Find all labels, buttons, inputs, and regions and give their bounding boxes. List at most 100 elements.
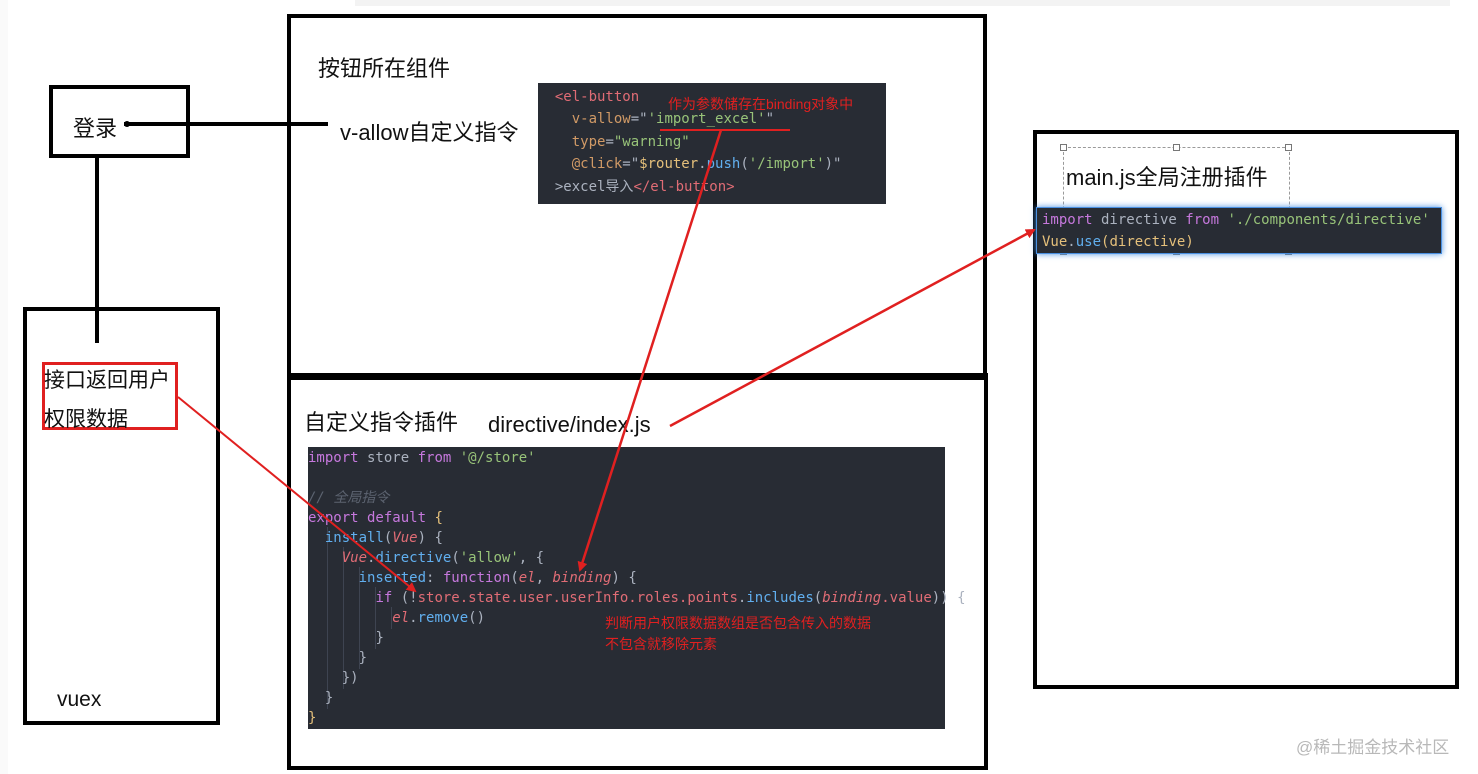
code-token: . — [698, 156, 707, 172]
indent-guide — [343, 547, 344, 689]
code-token: ( — [510, 570, 519, 586]
connector-dot — [124, 121, 130, 127]
code-token: ( — [451, 550, 460, 566]
code-token: function — [442, 570, 511, 586]
code-token: <el-button — [554, 89, 640, 105]
code-token: 'import_excel' — [647, 111, 766, 127]
code-token: 'allow' — [459, 550, 519, 566]
indent-guide — [375, 587, 376, 649]
code-token: ) — [1185, 234, 1194, 250]
indent-guide — [327, 527, 328, 709]
code-token: { — [426, 510, 443, 526]
binding-note: 作为参数储存在binding对象中 — [668, 96, 854, 112]
code-token: store.state.user.userInfo.roles.points — [417, 590, 738, 606]
code-token: Vue — [392, 530, 418, 546]
code-token: . — [409, 610, 418, 626]
main-js-box — [1033, 130, 1459, 689]
code-token: store — [358, 450, 418, 466]
code-token: import — [308, 450, 359, 466]
code-token: @click — [571, 156, 623, 172]
v-allow-directive-label: v-allow自定义指令 — [340, 120, 519, 145]
directive-plugin-box: 自定义指令插件 directive/index.js — [287, 373, 988, 770]
code-token: if — [375, 590, 393, 606]
el-button-code-block: <el-button v-allow="'import_excel'" type… — [538, 83, 886, 204]
code-token: './components/directive' — [1227, 212, 1430, 228]
code-token: " — [765, 111, 775, 127]
indent-guide — [359, 567, 360, 669]
code-token: directive — [1092, 212, 1186, 228]
judge-note-line2: 不包含就移除元素 — [605, 636, 717, 652]
login-box: 登录 — [49, 85, 190, 158]
button-component-title: 按钮所在组件 — [318, 56, 451, 81]
code-token: </el-button> — [633, 179, 735, 195]
code-token: v-allow — [571, 111, 631, 127]
code-token: } — [308, 710, 317, 726]
selection-handle — [1285, 144, 1292, 151]
code-token: $router — [639, 156, 699, 172]
selection-handle — [1060, 144, 1067, 151]
code-token: remove — [417, 610, 469, 626]
code-token: inserted — [358, 570, 427, 586]
code-token: } — [324, 690, 334, 706]
code-token: binding — [552, 570, 612, 586]
code-token: Vue — [1042, 234, 1068, 250]
code-token: directive — [1109, 234, 1186, 250]
code-token: binding — [822, 590, 882, 606]
code-token: from — [1185, 212, 1220, 228]
top-edge-strip — [355, 0, 1450, 6]
login-label: 登录 — [73, 116, 118, 141]
code-token: .value — [881, 590, 932, 606]
api-data-label-line2: 权限数据 — [44, 408, 128, 431]
api-data-to-store-arrow — [177, 396, 417, 593]
code-token: directive — [375, 550, 452, 566]
directive-file-to-main-arrow — [669, 228, 1036, 428]
code-token: type — [571, 134, 606, 150]
code-token: from — [417, 450, 452, 466]
api-data-highlight — [42, 362, 178, 430]
api-data-label-line1: 接口返回用户 — [44, 369, 170, 392]
code-token: } — [375, 630, 384, 646]
code-token: ( — [1101, 234, 1110, 250]
code-token: )" — [824, 156, 842, 172]
code-token: el — [518, 570, 536, 586]
main-js-code-block: import directive from './components/dire… — [1036, 207, 1442, 254]
code-token: ( — [740, 156, 749, 172]
code-token: ) { — [611, 570, 637, 586]
code-token: el — [392, 610, 410, 626]
code-token: )) { — [931, 590, 966, 606]
code-token: =" — [630, 111, 648, 127]
code-token: (! — [392, 590, 418, 606]
code-token: , { — [518, 550, 545, 566]
code-token: ) { — [417, 530, 443, 546]
code-token: ( — [383, 530, 393, 546]
watermark: @稀土掘金技术社区 — [1296, 738, 1450, 757]
code-token: '@/store' — [459, 450, 536, 466]
binding-to-directive-arrow — [577, 129, 723, 572]
code-token: . — [737, 590, 747, 606]
code-token: use — [1075, 234, 1102, 250]
code-token: . — [367, 550, 376, 566]
selection-handle — [1173, 144, 1180, 151]
directive-plugin-title: 自定义指令插件 — [304, 410, 459, 435]
code-token: = — [605, 134, 614, 150]
main-js-title: main.js全局注册插件 — [1066, 165, 1268, 190]
code-token: // 全局指令 — [308, 490, 390, 506]
button-component-box: 按钮所在组件 v-allow自定义指令 — [287, 14, 987, 380]
code-token: , — [535, 570, 553, 586]
code-token: import — [1042, 212, 1093, 228]
code-token: =" — [622, 156, 640, 172]
code-token: >excel导入 — [554, 179, 634, 195]
code-token: install — [324, 530, 384, 546]
code-token: push — [706, 156, 741, 172]
vuex-label: vuex — [57, 688, 102, 711]
judge-note-line1: 判断用户权限数据数组是否包含传入的数据 — [605, 615, 871, 631]
code-token: Vue — [341, 550, 368, 566]
indent-guide — [391, 607, 392, 629]
code-token: ( — [813, 590, 823, 606]
vuex-box: vuex — [23, 307, 220, 725]
code-token: "warning" — [613, 134, 690, 150]
code-token: : — [426, 570, 443, 586]
code-token: '/import' — [748, 156, 825, 172]
code-token: } — [358, 650, 368, 666]
